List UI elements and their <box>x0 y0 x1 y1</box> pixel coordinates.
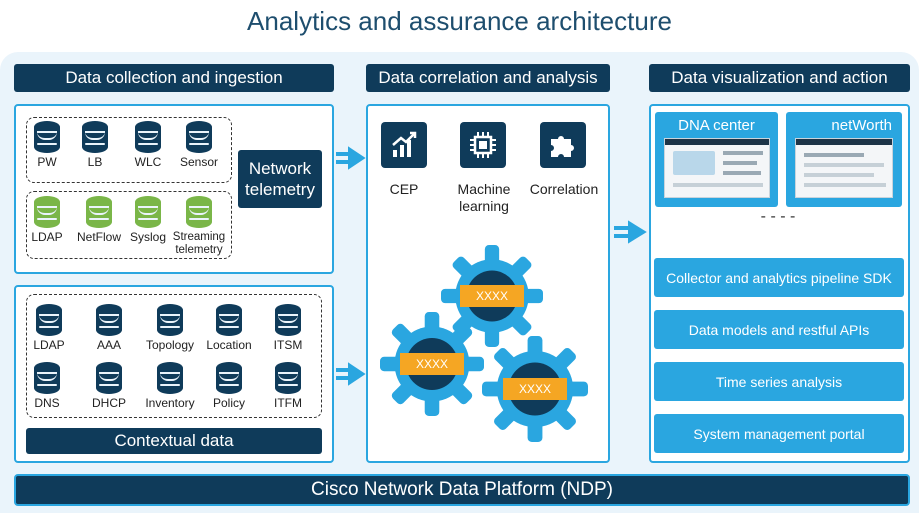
context-topology: Topology <box>141 304 199 352</box>
database-icon <box>186 121 212 153</box>
database-icon <box>135 121 161 153</box>
database-icon <box>216 304 242 336</box>
source-label: AAA <box>96 338 121 352</box>
gear-label: XXXX <box>400 353 464 375</box>
source-label: DHCP <box>91 396 126 410</box>
header-data-collection: Data collection and ingestion <box>14 64 334 92</box>
context-policy: Policy <box>200 362 258 410</box>
platform-bar: Cisco Network Data Platform (NDP) <box>14 474 910 506</box>
contextual-sources-group <box>26 294 322 418</box>
source-syslog: Syslog <box>119 196 177 244</box>
database-icon <box>275 362 301 394</box>
source-label: PW <box>37 155 57 169</box>
networth-card[interactable]: netWorth <box>786 112 902 207</box>
service-pipeline-sdk[interactable]: Collector and analytics pipeline SDK <box>654 258 904 297</box>
arrow-right-icon <box>614 220 647 244</box>
database-icon <box>86 196 112 228</box>
dna-center-card[interactable]: DNA center <box>655 112 778 207</box>
source-lb: LB <box>66 121 124 169</box>
gear-icon: XXXX <box>441 245 543 347</box>
database-icon <box>36 304 62 336</box>
database-icon <box>157 304 183 336</box>
networth-screenshot <box>795 138 893 198</box>
database-icon <box>135 196 161 228</box>
source-label: LDAP <box>31 230 63 244</box>
gear-icon: XXXX <box>380 312 484 416</box>
source-label: ITSM <box>273 338 303 352</box>
database-icon <box>157 362 183 394</box>
source-label: Inventory <box>145 396 195 410</box>
source-label: LB <box>87 155 103 169</box>
database-icon <box>34 362 60 394</box>
context-ldap: LDAP <box>20 304 78 352</box>
dna-center-screenshot <box>664 138 770 198</box>
source-label: WLC <box>134 155 162 169</box>
source-sensor: Sensor <box>170 121 228 169</box>
database-icon <box>96 362 122 394</box>
arrow-right-icon <box>336 362 366 386</box>
source-ldap: LDAP <box>18 196 76 244</box>
database-icon <box>96 304 122 336</box>
correlation-puzzle-icon <box>540 122 586 168</box>
context-location: Location <box>200 304 258 352</box>
networth-label: netWorth <box>831 117 892 134</box>
source-pw: PW <box>18 121 76 169</box>
machine-learning-chip-icon <box>460 122 506 168</box>
database-icon <box>34 196 60 228</box>
source-label: Topology <box>145 338 195 352</box>
source-label: Location <box>206 338 252 352</box>
context-dns: DNS <box>18 362 76 410</box>
dna-center-label: DNA center <box>678 117 755 134</box>
network-sources-group-2 <box>26 191 232 259</box>
source-label: NetFlow <box>76 230 121 244</box>
gear-icon: XXXX <box>482 336 588 442</box>
source-label: LDAP <box>33 338 65 352</box>
database-icon <box>216 362 242 394</box>
gear-label: XXXX <box>503 378 567 400</box>
cep-chart-icon <box>381 122 427 168</box>
network-telemetry-label: Network telemetry <box>238 150 322 208</box>
context-itsm: ITSM <box>259 304 317 352</box>
service-time-series-analysis[interactable]: Time series analysis <box>654 362 904 401</box>
source-label: Syslog <box>129 230 167 244</box>
context-itfm: ITFM <box>259 362 317 410</box>
source-label: DNS <box>34 396 60 410</box>
context-inventory: Inventory <box>141 362 199 410</box>
arrow-right-icon <box>336 146 366 170</box>
database-icon <box>186 196 212 228</box>
more-apps-ellipsis: - - - - <box>760 208 796 225</box>
source-label: Policy <box>212 396 245 410</box>
method-label-correlation: Correlation <box>529 181 599 197</box>
source-label: ITFM <box>274 396 302 410</box>
source-wlc: WLC <box>119 121 177 169</box>
network-sources-group-1 <box>26 117 232 183</box>
source-label: Streaming telemetry <box>172 231 226 256</box>
database-icon <box>34 121 60 153</box>
service-system-management-portal[interactable]: System management portal <box>654 414 904 453</box>
page-title: Analytics and assurance architecture <box>247 6 672 36</box>
context-dhcp: DHCP <box>80 362 138 410</box>
database-icon <box>275 304 301 336</box>
database-icon <box>82 121 108 153</box>
source-netflow: NetFlow <box>70 196 128 244</box>
header-data-visualization: Data visualization and action <box>649 64 910 92</box>
source-streaming-telemetry: Streaming telemetry <box>170 196 228 257</box>
method-label-cep: CEP <box>389 181 419 197</box>
source-label: Sensor <box>179 155 219 169</box>
method-label-machine-learning: Machine learning <box>457 181 511 214</box>
gear-label: XXXX <box>460 285 524 307</box>
contextual-data-label: Contextual data <box>26 428 322 454</box>
service-data-models-apis[interactable]: Data models and restful APIs <box>654 310 904 349</box>
header-data-correlation: Data correlation and analysis <box>366 64 610 92</box>
context-aaa: AAA <box>80 304 138 352</box>
